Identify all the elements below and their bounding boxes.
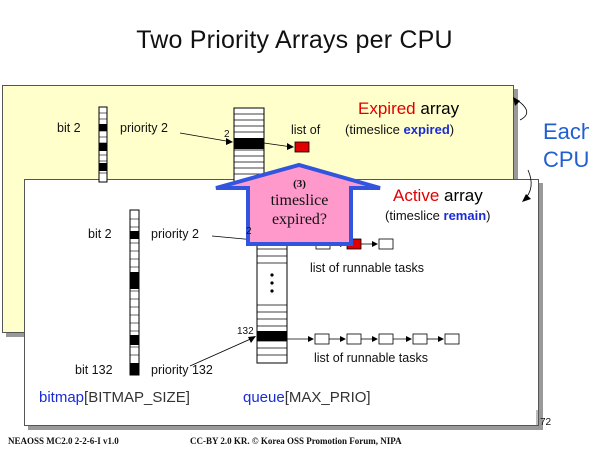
- callout-line1: timeslice: [270, 192, 329, 209]
- active-queue-stack: [256, 227, 288, 364]
- active-bit2-label: bit 2: [88, 227, 112, 241]
- timeslice-callout-arrow: [215, 162, 381, 246]
- active-list-label-1: list of runnable tasks: [310, 261, 424, 275]
- active-priority132-label: priority 132: [151, 363, 213, 377]
- expired-sub-open: (timeslice: [345, 122, 404, 137]
- expired-array-subtitle: (timeslice expired): [345, 122, 454, 137]
- active-priority2-label: priority 2: [151, 227, 199, 241]
- active-task-list-2: [287, 333, 460, 345]
- expired-task-box: [294, 141, 310, 153]
- active-list-label-2: list of runnable tasks: [314, 351, 428, 365]
- callout-step: (3): [293, 178, 306, 190]
- expired-sub-close: ): [449, 122, 455, 137]
- queue-declaration: queue[MAX_PRIO]: [243, 389, 371, 406]
- expired-queue-index: 2: [224, 129, 230, 140]
- active-title-word: Active: [393, 186, 440, 205]
- active-title-rest: array: [439, 186, 483, 205]
- active-bitmap-strip: [129, 209, 140, 376]
- expired-sub-key: expired: [403, 122, 450, 137]
- expired-bit2-label: bit 2: [57, 121, 81, 135]
- page-title: Two Priority Arrays per CPU: [136, 26, 453, 54]
- timeslice-callout-text: (3) timeslice expired?: [248, 177, 351, 229]
- each-cpu-label: Each CPU: [543, 118, 589, 174]
- each-cpu-line2: CPU: [543, 147, 589, 172]
- active-sub-key: remain: [443, 208, 487, 223]
- active-sub-close: ): [486, 208, 491, 223]
- active-queue-index-2: 2: [246, 226, 252, 237]
- expired-array-title: Expired array: [358, 99, 459, 119]
- expired-priority2-label: priority 2: [120, 121, 168, 135]
- bitmap-declaration: bitmap[BITMAP_SIZE]: [39, 389, 190, 406]
- expired-title-word: Expired: [358, 99, 416, 118]
- expired-bitmap-strip: [98, 106, 108, 183]
- queue-name: queue: [243, 389, 285, 406]
- expired-queue-stack: [233, 107, 265, 184]
- footer-center: CC-BY 2.0 KR. © Korea OSS Promotion Foru…: [190, 436, 402, 446]
- callout-line2: expired?: [271, 211, 328, 228]
- bitmap-name: bitmap: [39, 389, 85, 406]
- each-cpu-line1: Each: [543, 119, 589, 144]
- bitmap-size: [BITMAP_SIZE]: [84, 389, 190, 406]
- active-sub-open: (timeslice: [385, 208, 444, 223]
- expired-list-label: list of: [291, 123, 321, 137]
- active-queue-index-132: 132: [237, 326, 254, 337]
- active-array-subtitle: (timeslice remain): [385, 208, 491, 223]
- page-number: 72: [540, 417, 552, 428]
- queue-size: [MAX_PRIO]: [284, 389, 371, 406]
- footer-left: NEAOSS MC2.0 2-2-6-I v1.0: [8, 436, 119, 446]
- active-bit132-label: bit 132: [75, 363, 113, 377]
- active-array-title: Active array: [393, 186, 483, 206]
- expired-title-rest: array: [415, 99, 460, 118]
